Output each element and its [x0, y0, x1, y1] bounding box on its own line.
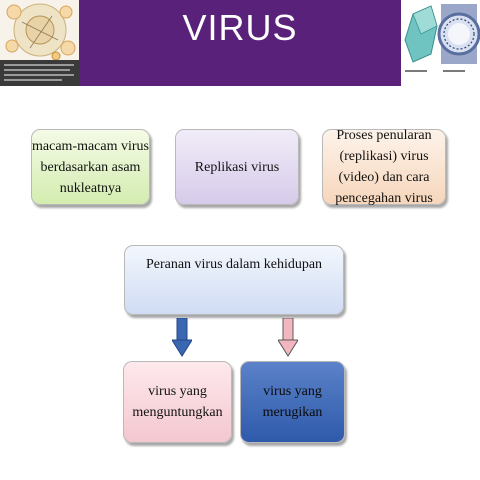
- transmission-prevention-label: Proses penularan (replikasi) virus (vide…: [335, 128, 433, 206]
- virus-role-label: Peranan virus dalam kehidupan: [145, 257, 323, 272]
- header-banner: VIRUS: [0, 0, 480, 86]
- beneficial-virus-box[interactable]: virus yang menguntungkan: [123, 361, 232, 443]
- virus-replication-label: Replikasi virus: [194, 159, 280, 175]
- nucleic-acid-types-label: macam-macam virus berdasarkan asam nukle…: [32, 138, 150, 196]
- harmful-virus-label: virus yang merugikan: [262, 384, 323, 420]
- beneficial-arrow: [172, 318, 192, 357]
- virus-replication-box[interactable]: Replikasi virus: [175, 129, 299, 205]
- beneficial-virus-label: virus yang menguntungkan: [132, 384, 223, 420]
- harmful-arrow: [278, 318, 298, 357]
- page-title: VIRUS: [182, 7, 298, 48]
- virus-diagram-image: [0, 0, 79, 86]
- virus-micrograph-image: [401, 0, 480, 86]
- virus-role-box[interactable]: Peranan virus dalam kehidupan: [124, 245, 344, 315]
- transmission-prevention-box[interactable]: Proses penularan (replikasi) virus (vide…: [322, 128, 446, 206]
- harmful-virus-box[interactable]: virus yang merugikan: [240, 361, 345, 443]
- nucleic-acid-types-box[interactable]: macam-macam virus berdasarkan asam nukle…: [31, 129, 150, 205]
